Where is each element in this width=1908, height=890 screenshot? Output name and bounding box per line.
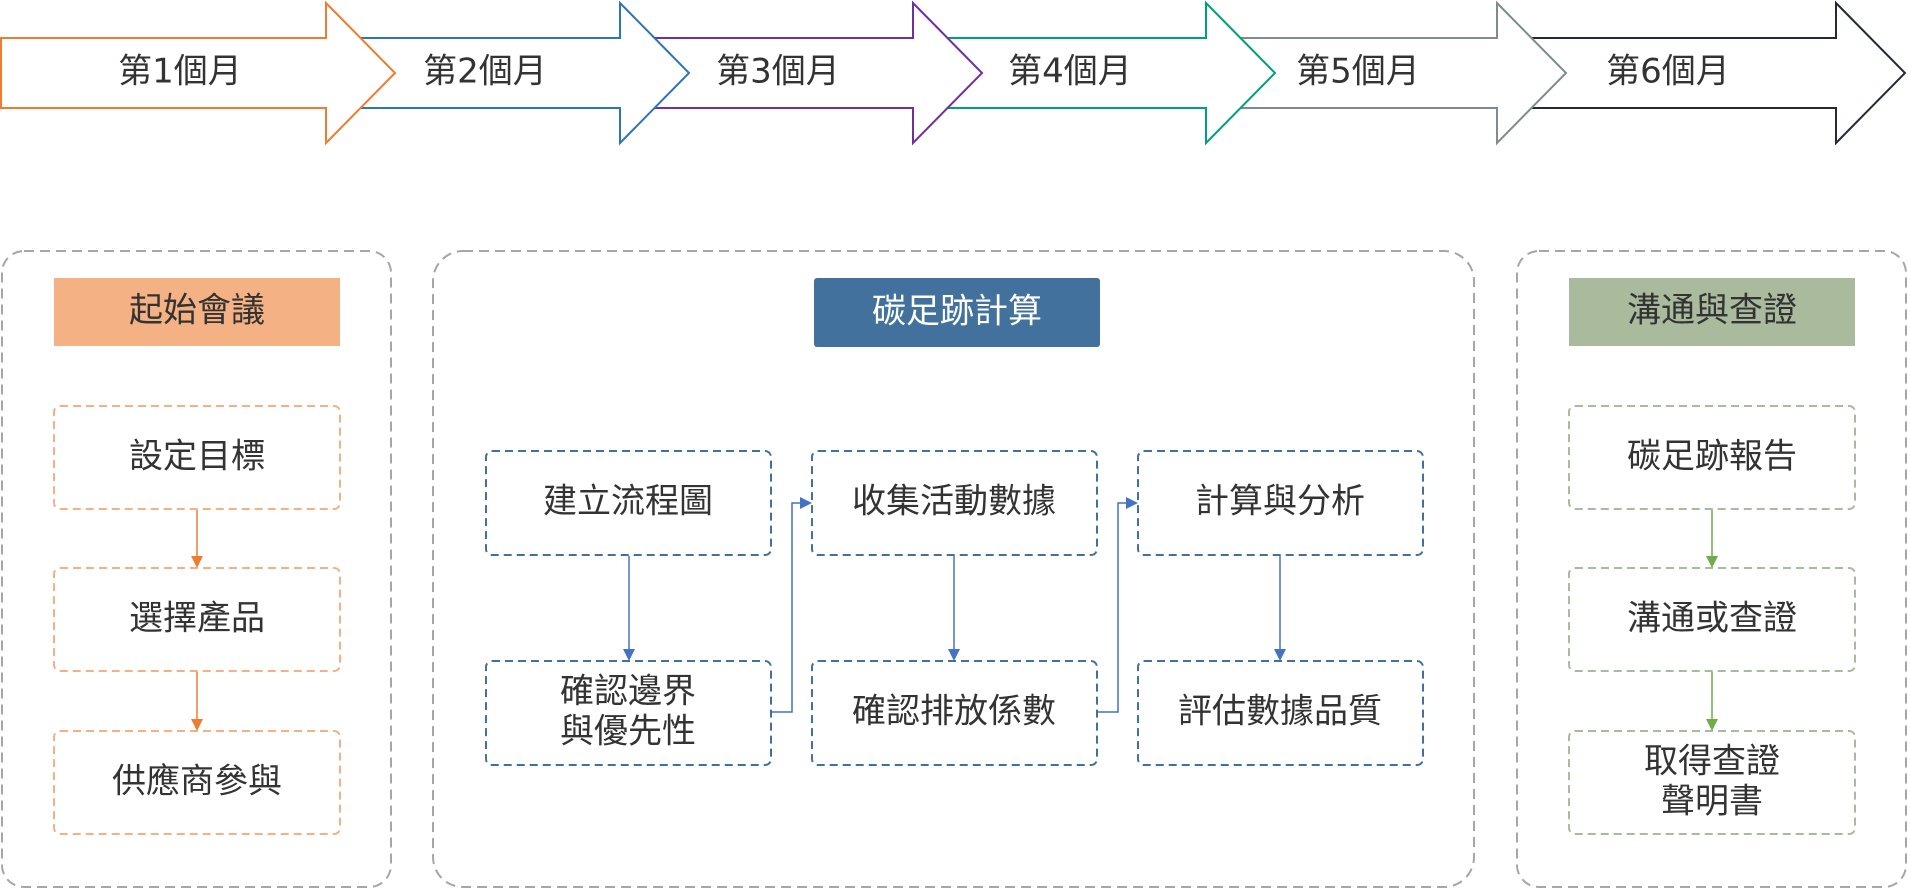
calc-step-box-6 [1137, 660, 1424, 766]
kickoff-step-2: 選擇產品 [129, 599, 265, 639]
month-label-2: 第2個月 [423, 52, 547, 92]
phase-verification-panel [1516, 250, 1907, 888]
verify-step-1: 碳足跡報告 [1627, 437, 1797, 477]
calc-step-collect-data: 收集活動數據 [852, 482, 1056, 522]
kickoff-step-1: 設定目標 [129, 437, 265, 477]
calc-step-boundary: 確認邊界與優先性 [560, 672, 696, 752]
calc-step-box-1 [485, 450, 772, 556]
kickoff-step-3: 供應商參與 [112, 762, 282, 802]
month-arrow-6: 第6個月 [1524, 0, 1907, 146]
calc-step-data-quality: 評估數據品質 [1178, 692, 1382, 732]
month-label-3: 第3個月 [716, 52, 840, 92]
calc-connector-2 [1098, 497, 1138, 713]
phase-calculation-title: 碳足跡計算 [872, 292, 1042, 332]
month-label-1: 第1個月 [118, 52, 242, 92]
month-arrow-2: 第2個月 [357, 0, 691, 146]
kickoff-step-box-1 [53, 405, 341, 510]
month-arrow-1: 第1個月 [0, 0, 397, 146]
kickoff-step-box-2 [53, 567, 341, 672]
month-arrow-3: 第3個月 [649, 0, 984, 146]
kickoff-step-box-3 [53, 730, 341, 835]
phase-calculation: 碳足跡計算 建立流程圖 收集活動數據 計算與分析 確認邊界與優先性 確認排放係數… [432, 250, 1475, 888]
timeline: 第6個月 第5個月 第4個月 第3個月 第2個月 第1個月 [0, 0, 1907, 146]
verify-step-3: 取得查證聲明書 [1644, 742, 1780, 822]
calc-step-box-3 [1137, 450, 1424, 556]
calc-step-analysis: 計算與分析 [1195, 482, 1365, 522]
month-arrow-4: 第4個月 [939, 0, 1277, 146]
verify-step-2: 溝通或查證 [1627, 599, 1797, 639]
phase-kickoff-title: 起始會議 [129, 291, 265, 331]
phase-verification-title-box [1569, 278, 1855, 346]
calc-step-box-5 [811, 660, 1098, 766]
verify-step-box-3 [1568, 730, 1856, 835]
verify-step-box-1 [1568, 405, 1856, 510]
month-label-5: 第5個月 [1296, 52, 1420, 92]
phase-calculation-title-box [814, 278, 1100, 347]
calc-step-flowchart: 建立流程圖 [543, 482, 713, 522]
calc-step-box-4 [485, 660, 772, 766]
phase-verification-title: 溝通與查證 [1627, 291, 1797, 331]
phase-kickoff-title-box [54, 278, 340, 346]
phase-kickoff-panel [1, 250, 392, 888]
calc-step-emission-factor: 確認排放係數 [852, 692, 1056, 732]
phase-calculation-panel [432, 250, 1475, 888]
month-label-6: 第6個月 [1606, 52, 1730, 92]
phase-kickoff: 起始會議 設定目標 選擇產品 供應商參與 [1, 250, 392, 888]
calc-connector-1 [772, 497, 812, 713]
verify-step-box-2 [1568, 567, 1856, 672]
phase-verification: 溝通與查證 碳足跡報告 溝通或查證 取得查證聲明書 [1516, 250, 1907, 888]
month-arrow-5: 第5個月 [1232, 0, 1568, 146]
month-label-4: 第4個月 [1008, 52, 1132, 92]
calc-step-box-2 [811, 450, 1098, 556]
